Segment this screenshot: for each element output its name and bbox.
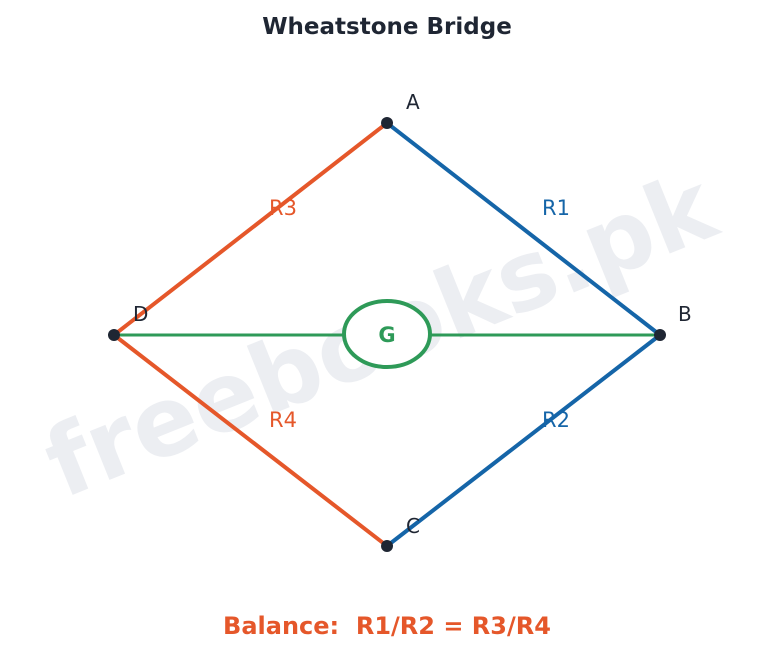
- diagram-title: Wheatstone Bridge: [262, 14, 512, 40]
- wire-r4: [112, 333, 389, 548]
- galvanometer-symbol: [342, 299, 432, 369]
- resistor-r1-label: R1: [542, 196, 570, 220]
- balance-condition: Balance: R1/R2 = R3/R4: [223, 612, 551, 640]
- node-b-dot: [654, 329, 666, 341]
- resistor-r2-label: R2: [542, 408, 570, 432]
- galvanometer-label: G: [378, 323, 395, 347]
- node-c-dot: [381, 540, 393, 552]
- wire-r1: [385, 121, 662, 337]
- node-d-label: D: [133, 302, 148, 326]
- node-d-dot: [108, 329, 120, 341]
- node-a-dot: [381, 117, 393, 129]
- resistor-r3-label: R3: [269, 196, 297, 220]
- node-a-label: A: [406, 90, 420, 114]
- resistor-r4-label: R4: [269, 408, 297, 432]
- wire-r3: [112, 121, 389, 337]
- node-b-label: B: [678, 302, 692, 326]
- node-c-label: C: [406, 514, 420, 538]
- wire-r2: [385, 333, 662, 548]
